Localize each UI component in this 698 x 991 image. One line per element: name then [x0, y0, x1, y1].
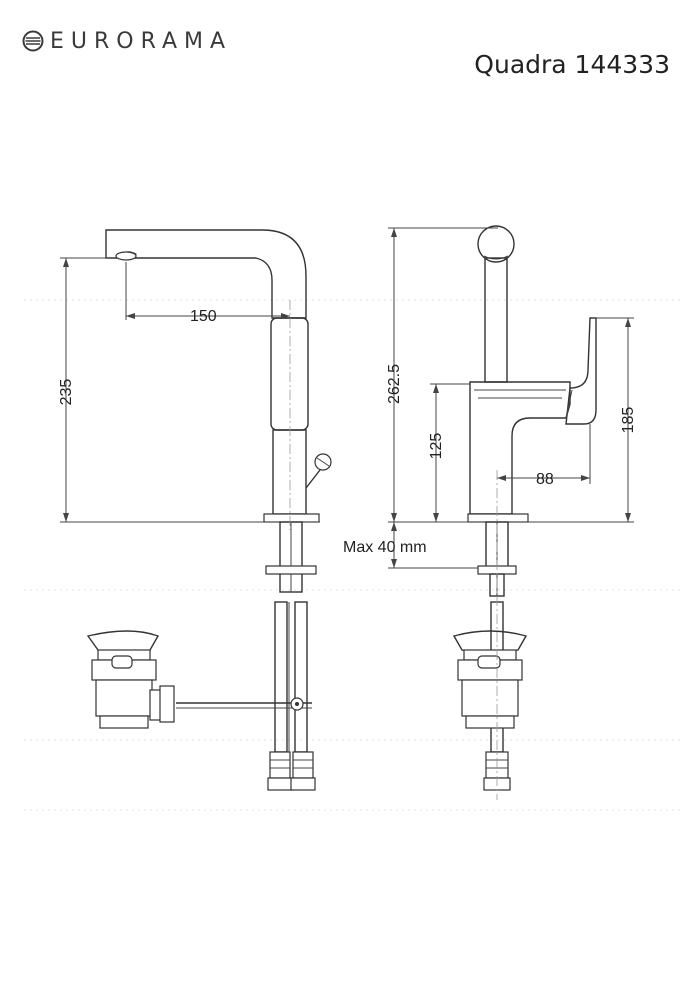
eurorama-logo-icon: [22, 30, 44, 52]
dimension-height-side: 262.5: [386, 364, 403, 404]
dimension-spout-reach: 150: [190, 308, 217, 325]
dimension-body-depth: 88: [536, 471, 554, 488]
side-view: [452, 225, 597, 791]
front-view: [86, 229, 332, 791]
guide-lines: [24, 299, 680, 811]
dimension-spout-height: 125: [428, 433, 445, 460]
brand-header: EURORAMA: [22, 28, 232, 54]
side-dimensions: [388, 227, 634, 800]
brand-name: EURORAMA: [50, 28, 233, 54]
dimension-height-front: 235: [58, 379, 75, 406]
dimension-lever-height: 185: [620, 407, 637, 434]
front-dimensions: [60, 257, 291, 530]
dimension-max-thickness: Max 40 mm: [343, 539, 427, 556]
model-title: Quadra 144333: [474, 50, 670, 79]
